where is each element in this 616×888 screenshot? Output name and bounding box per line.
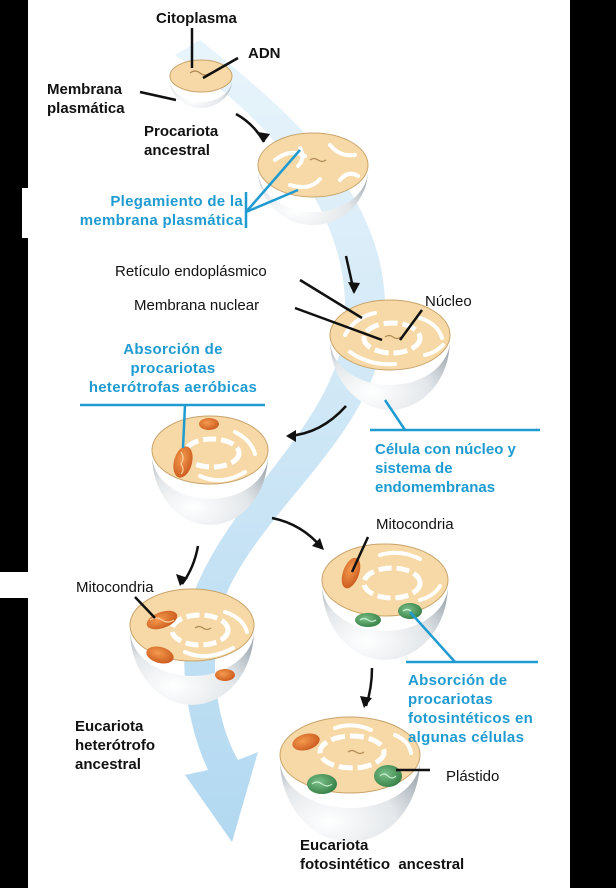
cell-eucariota-fotosintetico [279, 716, 421, 842]
label-eucariota-heterotrofo: Eucariota heterótrofo ancestral [75, 718, 155, 773]
label-plegamiento: Plegamiento de la membrana plasmática [79, 193, 243, 229]
arrow-heads [176, 132, 372, 708]
label-reticulo: Retículo endoplásmico [115, 263, 267, 280]
label-membrana-nuclear: Membrana nuclear [134, 297, 260, 314]
cell-eucariota-heterotrofo [129, 588, 255, 705]
label-nucleo: Núcleo [425, 293, 472, 310]
label-citoplasma: Citoplasma [156, 10, 237, 27]
label-eucariota-fotosintetico: Eucariota fotosintético ancestral [300, 837, 465, 873]
leader-lines [134, 28, 430, 772]
label-membrana-plasmatica: Membrana plasmática [47, 81, 125, 117]
mitochondrion [199, 418, 219, 430]
label-celula-nucleo: Célula con núcleo y sistema de endomembr… [375, 441, 516, 496]
mitochondrion [215, 669, 235, 681]
label-adn: ADN [248, 45, 281, 62]
label-procariota-ancestral: Procariota ancestral [144, 123, 219, 159]
mitochondrion [146, 646, 174, 664]
mitochondrion [173, 446, 193, 478]
blue-callouts [80, 149, 540, 664]
cell-procariota-ancestral [169, 59, 233, 108]
label-plastido: Plástido [446, 768, 500, 785]
label-mitocondria-left: Mitocondria [76, 579, 154, 596]
label-mitocondria-right: Mitocondria [376, 516, 454, 533]
label-absorcion-fotosinteticos: Absorción de procariotas fotosintéticos … [408, 672, 534, 746]
plastid [398, 603, 422, 619]
label-absorcion-heterotrofas: Absorción de procariotas heterótrofas ae… [88, 341, 258, 396]
cell-plegamiento [257, 132, 369, 225]
mitochondrion [292, 733, 320, 751]
cell-absorcion-fotosinteticos [321, 543, 449, 660]
cell-absorcion-heterotrofas [151, 415, 269, 525]
